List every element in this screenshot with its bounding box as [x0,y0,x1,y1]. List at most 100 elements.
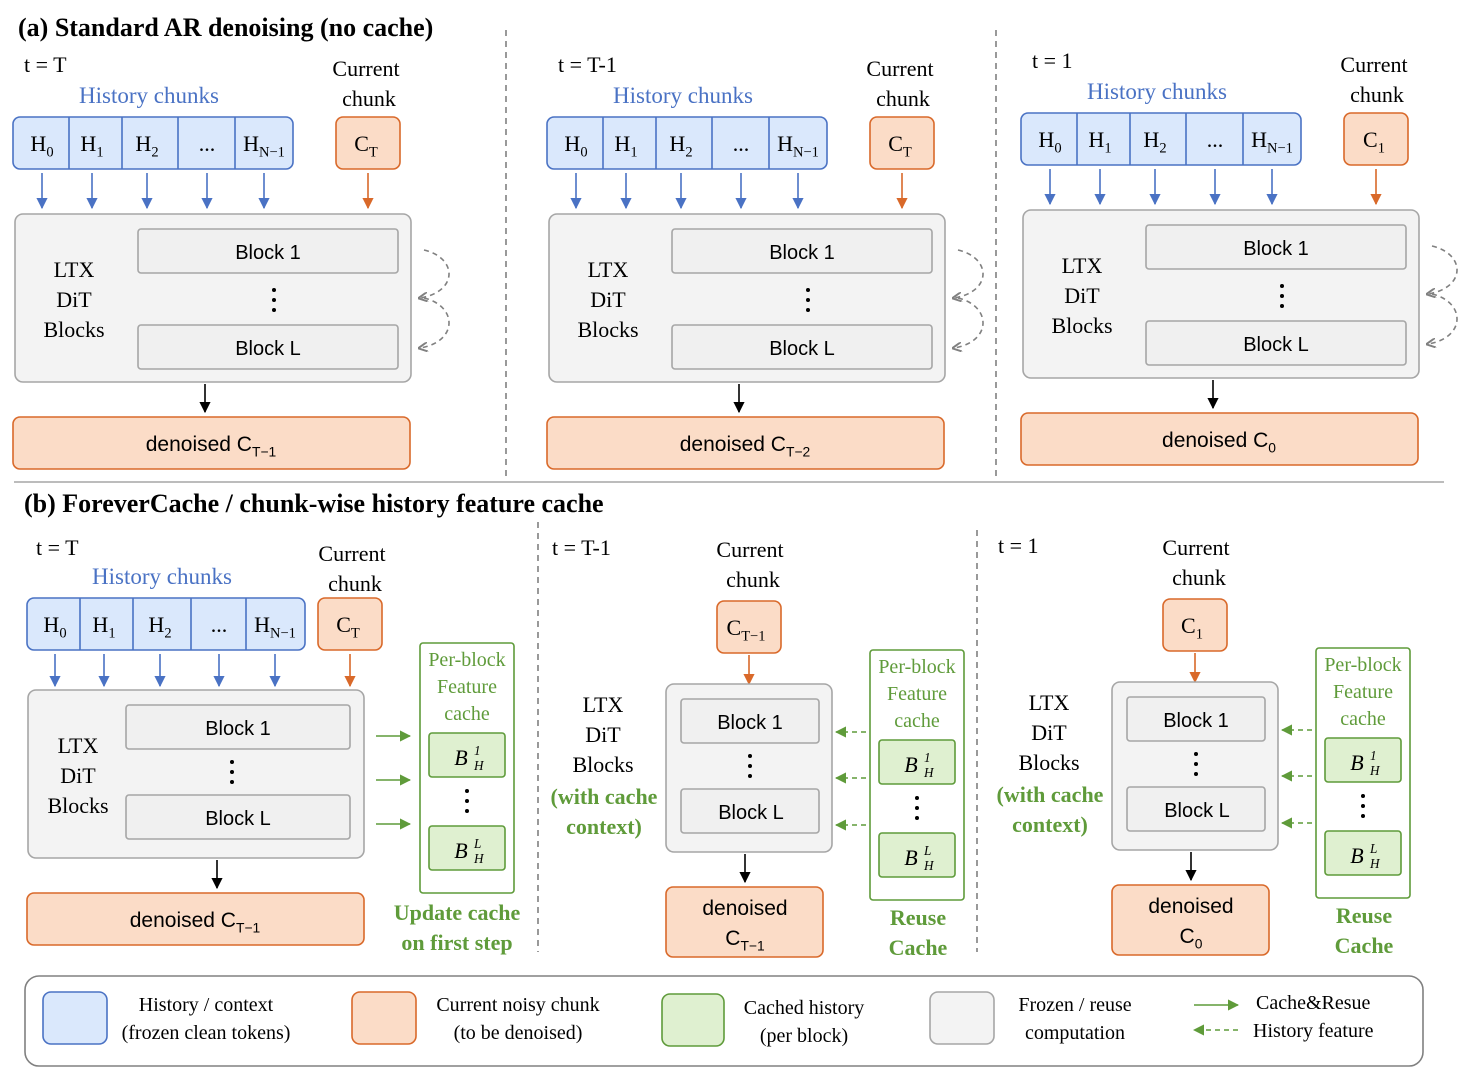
block-l [125,794,351,840]
denoised-output-label: denoised CT−1 [130,909,261,935]
denoised-output [1111,884,1270,956]
loop-arrow [954,297,984,348]
denoised-output [26,892,365,946]
cache-item-top [1324,737,1402,783]
ellipsis-dot [465,809,469,813]
block-1-label: Block 1 [1163,710,1229,732]
loop-arrow [1428,245,1458,294]
time-label: t = T-1 [558,52,617,77]
legend-swatch-cached [661,993,725,1047]
ellipsis-dot [748,774,752,778]
history-chunks-label: History chunks [1087,79,1227,104]
history-chunk: ... [211,612,228,637]
legend-current-label: Current noisy chunk [436,994,599,1016]
svg-text:1: 1 [1370,748,1377,763]
block-1 [671,228,933,274]
svg-text:B: B [1350,843,1363,868]
svg-text:B: B [454,745,467,770]
ellipsis-dot [748,764,752,768]
cache-title: Per-block [1324,654,1401,676]
svg-text:L: L [1369,841,1377,856]
history-chunk: H2 [148,612,171,642]
block-1 [137,228,399,274]
block-l [671,324,933,370]
svg-text:B: B [1350,750,1363,775]
legend-current-label: (to be denoised) [454,1022,583,1044]
history-chunks-row [1020,112,1302,166]
time-label: t = T [24,52,67,77]
history-chunk: H2 [669,131,692,161]
history-chunk: HN−1 [243,131,285,161]
cache-title: Per-block [428,649,505,671]
legend-swatch-current [351,991,417,1045]
legend-history-label: (frozen clean tokens) [122,1022,291,1044]
svg-text:H: H [473,851,485,866]
block-1 [125,704,351,750]
time-label: t = T [36,535,79,560]
cache-title: cache [444,703,490,725]
model-label: DiT [1064,283,1100,308]
model-label: Blocks [572,752,633,777]
ellipsis-dot [1194,772,1198,776]
model-label: Blocks [1051,313,1112,338]
history-chunks-row [12,116,294,170]
history-chunks-label: History chunks [92,564,232,589]
ellipsis-dot [1280,284,1284,288]
denoised-output-label: denoised CT−2 [680,433,811,459]
model-label: DiT [60,763,96,788]
denoised-output [12,416,411,470]
cache-item-top [428,732,506,778]
ellipsis-dot [1194,752,1198,756]
history-chunks-row [546,116,828,170]
cache-item-top [878,739,956,785]
cache-caption: Cache [889,935,948,960]
ellipsis-dot [1280,304,1284,308]
current-chunk-box [317,597,383,651]
svg-text:1: 1 [924,750,931,765]
ellipsis-dot [915,816,919,820]
svg-text:1: 1 [474,743,481,758]
legend-swatch-frozen [929,991,995,1045]
current-chunk-label: chunk [876,86,930,111]
ellipsis-dot [915,806,919,810]
cache-item-bottom [428,825,506,871]
model-label: Blocks [47,793,108,818]
current-chunk-label: Current [318,541,385,566]
current-chunk-label: chunk [1350,82,1404,107]
denoised-output-label: C0 [1180,925,1203,951]
denoised-output [546,416,945,470]
history-chunk: ... [733,131,750,156]
svg-text:B: B [454,838,467,863]
cache-title: Feature [1333,681,1393,703]
legend-swatch-history [42,991,108,1045]
panel-a-title: (a) Standard AR denoising (no cache) [18,13,433,42]
current-chunk-box [1343,112,1409,166]
ellipsis-dot [230,780,234,784]
model-cache-context-label: (with cache [551,784,658,809]
block-l-label: Block L [769,338,835,360]
current-chunk: C1 [1363,127,1385,157]
cache-caption: Reuse [1336,903,1392,928]
block-1-label: Block 1 [1243,238,1309,260]
time-label: t = 1 [1032,48,1073,73]
model-label: LTX [1062,253,1103,278]
block-1-label: Block 1 [717,712,783,734]
ellipsis-dot [1280,294,1284,298]
history-chunk: HN−1 [254,612,296,642]
ellipsis-dot [465,789,469,793]
model-label: LTX [588,257,629,282]
legend-cached-label: (per block) [760,1025,848,1047]
history-chunks-label: History chunks [613,83,753,108]
cache-title: Feature [437,676,497,698]
ellipsis-dot [1361,804,1365,808]
history-chunks-label: History chunks [79,83,219,108]
ellipsis-dot [806,298,810,302]
current-chunk-label: Current [1340,52,1407,77]
current-chunk: CT [354,131,378,161]
history-chunk: H2 [1143,127,1166,157]
block-1-label: Block 1 [769,242,835,264]
cache-item-bottom [1324,830,1402,876]
